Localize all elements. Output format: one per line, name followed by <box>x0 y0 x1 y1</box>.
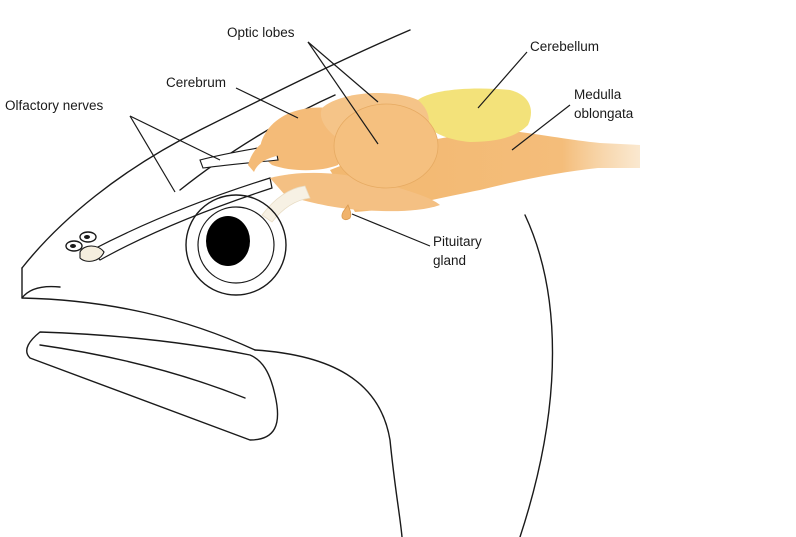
operculum-outline <box>519 214 554 537</box>
label-optic-lobes: Optic lobes <box>227 25 295 40</box>
cerebrum-shape <box>260 107 343 171</box>
olfactory-bulb <box>79 245 105 262</box>
label-cerebrum: Cerebrum <box>166 75 226 90</box>
leader-pituitary <box>351 213 431 247</box>
leader-olfactory-1 <box>129 115 221 161</box>
nostril-front-dot <box>70 244 76 248</box>
eye-outer-ring <box>185 194 287 296</box>
olfactory-nerve-tube <box>79 177 273 262</box>
leader-cerebellum <box>477 51 528 109</box>
eye <box>185 194 287 296</box>
optic-lobe-front <box>333 103 439 189</box>
cheek-line <box>254 349 403 537</box>
label-medulla-line1: Medulla <box>574 87 622 102</box>
label-olfactory-nerves: Olfactory nerves <box>5 98 104 113</box>
leader-medulla <box>511 104 571 151</box>
olfactory-stalk-upper <box>248 138 280 172</box>
label-medulla-line2: oblongata <box>574 106 634 121</box>
label-cerebellum: Cerebellum <box>530 39 599 54</box>
upper-jaw <box>21 267 256 351</box>
nostril-back <box>79 231 97 243</box>
leader-optic-2 <box>307 41 379 145</box>
brainstem-shape <box>270 172 440 212</box>
leader-cerebrum <box>235 87 299 119</box>
brain <box>199 88 640 223</box>
eye-pupil <box>206 216 250 266</box>
leader-olfactory-2 <box>129 115 176 193</box>
leader-optic-1 <box>307 41 379 103</box>
pituitary-gland-shape <box>341 204 352 220</box>
olfactory-tract-fill <box>91 177 273 261</box>
nostril-back-dot <box>84 235 90 239</box>
label-pituitary-line2: gland <box>433 253 466 268</box>
lower-jaw-inner <box>39 344 246 399</box>
dorsal-outline <box>21 29 411 269</box>
lower-jaw <box>26 331 279 441</box>
fish-head-outline <box>21 29 554 537</box>
labels: Olfactory nerves Cerebrum Optic lobes Ce… <box>5 25 634 268</box>
upper-jaw-lip <box>21 285 61 299</box>
leader-lines <box>129 41 571 247</box>
head-profile-inner <box>179 94 336 191</box>
cerebellum-shape <box>418 88 531 142</box>
label-pituitary-line1: Pituitary <box>433 234 482 249</box>
nostril-front <box>65 240 83 252</box>
